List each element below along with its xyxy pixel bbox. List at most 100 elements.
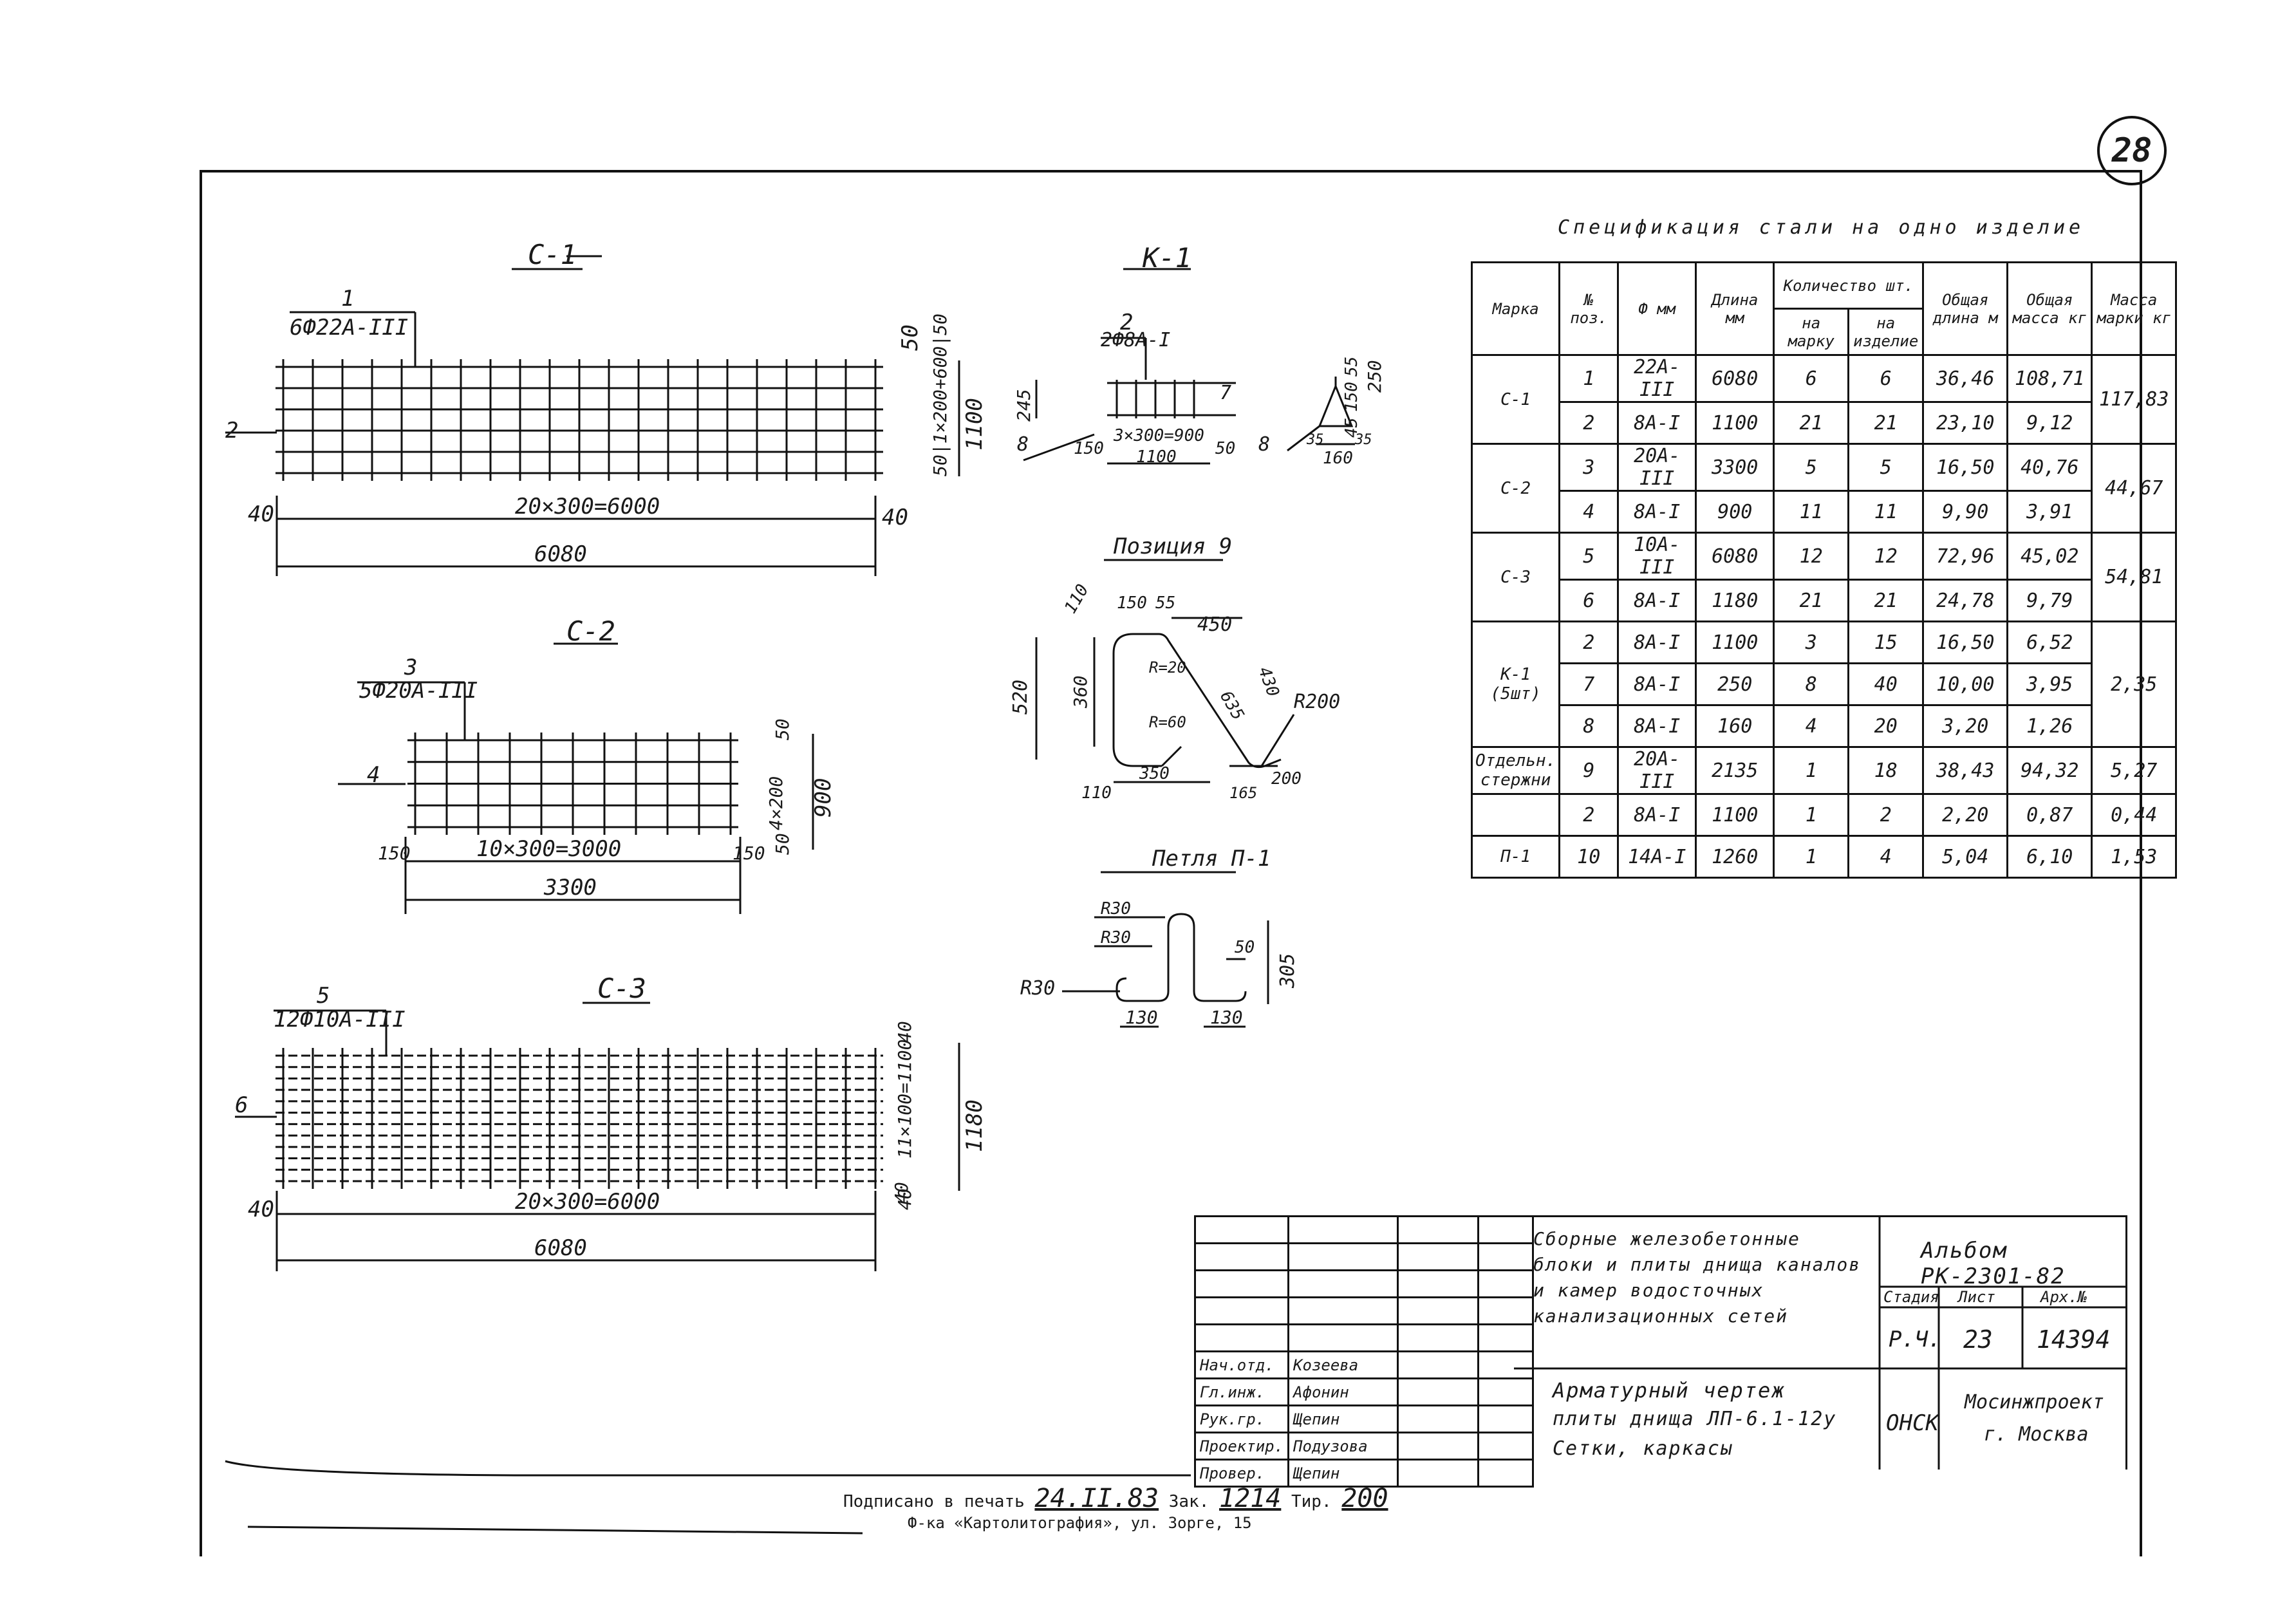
dept: ОНСК: [1886, 1410, 1939, 1436]
spec-cell-mark-mass: 44,67: [2091, 443, 2178, 534]
signature-cell: [1477, 1459, 1535, 1488]
p1-d130a: 130: [1125, 1007, 1158, 1028]
p1-title: Петля П-1: [1152, 846, 1271, 872]
k1-dim35a: 35: [1306, 432, 1324, 448]
c2-dim-inner: 10×300=3000: [476, 836, 621, 862]
spec-header-mark-mass: Масса марки кг: [2091, 261, 2178, 356]
c2-dim-top: 50: [772, 718, 793, 740]
signature-cell: [1397, 1459, 1480, 1488]
spec-cell-dia: 22А-III: [1617, 354, 1697, 403]
spec-cell-tm: 108,71: [2006, 354, 2093, 403]
spec-cell-mark: К-1 (5шт): [1470, 621, 1561, 748]
spec-cell-tm: 1,26: [2006, 704, 2093, 748]
signature-cell: [1477, 1432, 1535, 1461]
signature-name: Козеева: [1287, 1350, 1399, 1379]
pos9-d110a: 110: [1061, 581, 1092, 617]
signature-role: Гл.инж.: [1193, 1377, 1290, 1406]
signature-cell: [1287, 1242, 1399, 1271]
c2-bar-label: 5Ф20А-III: [359, 678, 478, 704]
spec-cell-mark-mass: 1,53: [2091, 835, 2178, 879]
arch-value: 14394: [2037, 1325, 2111, 1354]
spec-cell-tm: 9,79: [2006, 579, 2093, 622]
spec-cell-tm: 45,02: [2006, 532, 2093, 581]
c1-bar-number: 1: [341, 286, 354, 312]
spec-cell-q2: 4: [1847, 835, 1925, 879]
p1-d130b: 130: [1210, 1007, 1243, 1028]
signature-role: Нач.отд.: [1193, 1350, 1290, 1379]
c1-dim-total: 6080: [534, 541, 587, 567]
signature-cell: [1287, 1296, 1399, 1325]
spec-cell-q2: 11: [1847, 490, 1925, 534]
signature-cell: [1193, 1242, 1290, 1271]
spec-cell-q1: 12: [1773, 532, 1850, 581]
c3-dim-total: 6080: [534, 1235, 587, 1261]
spec-cell-len: 250: [1695, 662, 1775, 706]
spec-cell-tl: 16,50: [1922, 443, 2009, 492]
spec-cell-pos: 10: [1558, 835, 1620, 879]
c3-pos: 6: [235, 1092, 248, 1118]
spec-cell-q1: 21: [1773, 579, 1850, 622]
c2-dim-end-right: 150: [733, 843, 765, 864]
k1-dim50: 50: [1215, 439, 1235, 458]
signature-cell: [1287, 1269, 1399, 1298]
signature-cell: [1397, 1323, 1480, 1352]
spec-cell-pos: 2: [1558, 793, 1620, 837]
order-number: 1214: [1219, 1484, 1282, 1513]
c2-bar-number: 3: [404, 655, 417, 680]
signature-cell: [1477, 1323, 1535, 1352]
spec-header-dia: Ф мм: [1617, 261, 1697, 356]
spec-cell-dia: 20А-III: [1617, 746, 1697, 795]
signature-cell: [1193, 1323, 1290, 1352]
p1-r30c: R30: [1020, 977, 1055, 1000]
spec-cell-tm: 40,76: [2006, 443, 2093, 492]
signature-cell: [1477, 1377, 1535, 1406]
signature-cell: [1397, 1269, 1480, 1298]
k1-dim1100: 1100: [1136, 447, 1177, 467]
pos9-d450: 450: [1197, 613, 1232, 636]
sheet-number: 28: [2097, 116, 2167, 185]
signature-cell: [1477, 1269, 1535, 1298]
spec-cell-tm: 6,10: [2006, 835, 2093, 879]
spec-cell-len: 1260: [1695, 835, 1775, 879]
spec-header-qty-set: на марку: [1773, 308, 1850, 356]
order-prefix: Зак.: [1168, 1492, 1209, 1511]
signed-prefix: Подписано в печать: [843, 1492, 1025, 1511]
signature-cell: [1477, 1405, 1535, 1433]
pos9-r20: R=20: [1149, 658, 1186, 677]
signature-name: Щепин: [1287, 1459, 1399, 1488]
org-1: Мосинжпроект: [1965, 1391, 2104, 1414]
c3-bar-label: 12Ф10А-III: [274, 1007, 406, 1032]
k1-dim150v: 150: [1342, 382, 1361, 412]
spec-cell-q1: 1: [1773, 746, 1850, 795]
print-info: Подписано в печать 24.II.83 Зак. 1214 Ти…: [843, 1484, 1388, 1513]
pos9-d165: 165: [1229, 784, 1257, 802]
c1-dim-inner: 20×300=6000: [515, 494, 660, 519]
drawing-title-2: плиты днища ЛП-6.1-12у: [1553, 1408, 1837, 1430]
spec-cell-mark: Отдельн. стержни: [1470, 746, 1561, 795]
spec-cell-dia: 8А-I: [1617, 793, 1697, 837]
spec-cell-q1: 1: [1773, 835, 1850, 879]
c2-dim-total: 3300: [543, 875, 597, 901]
signature-role: Рук.гр.: [1193, 1405, 1290, 1433]
c1-dim-end-right: 40: [882, 505, 908, 530]
spec-cell-pos: 8: [1558, 704, 1620, 748]
signature-cell: [1397, 1242, 1480, 1271]
loop-p1: [1062, 913, 1269, 1028]
c3-dim-inner: 20×300=6000: [515, 1189, 660, 1215]
c1-dim-top: 50: [897, 324, 923, 351]
spec-cell-dia: 8А-I: [1617, 579, 1697, 622]
c1-dim-side: 50|1×200+600|50: [929, 313, 951, 476]
pos9-r200: R200: [1294, 691, 1340, 713]
spec-header-total-len: Общая длина м: [1922, 261, 2009, 356]
pos9-d110b: 110: [1081, 783, 1112, 803]
signature-name: Афонин: [1287, 1377, 1399, 1406]
spec-cell-tm: 0,87: [2006, 793, 2093, 837]
spec-cell-tm: 3,95: [2006, 662, 2093, 706]
pos9-d360: 360: [1070, 675, 1091, 709]
signature-role: Провер.: [1193, 1459, 1290, 1488]
spec-cell-q1: 21: [1773, 401, 1850, 445]
